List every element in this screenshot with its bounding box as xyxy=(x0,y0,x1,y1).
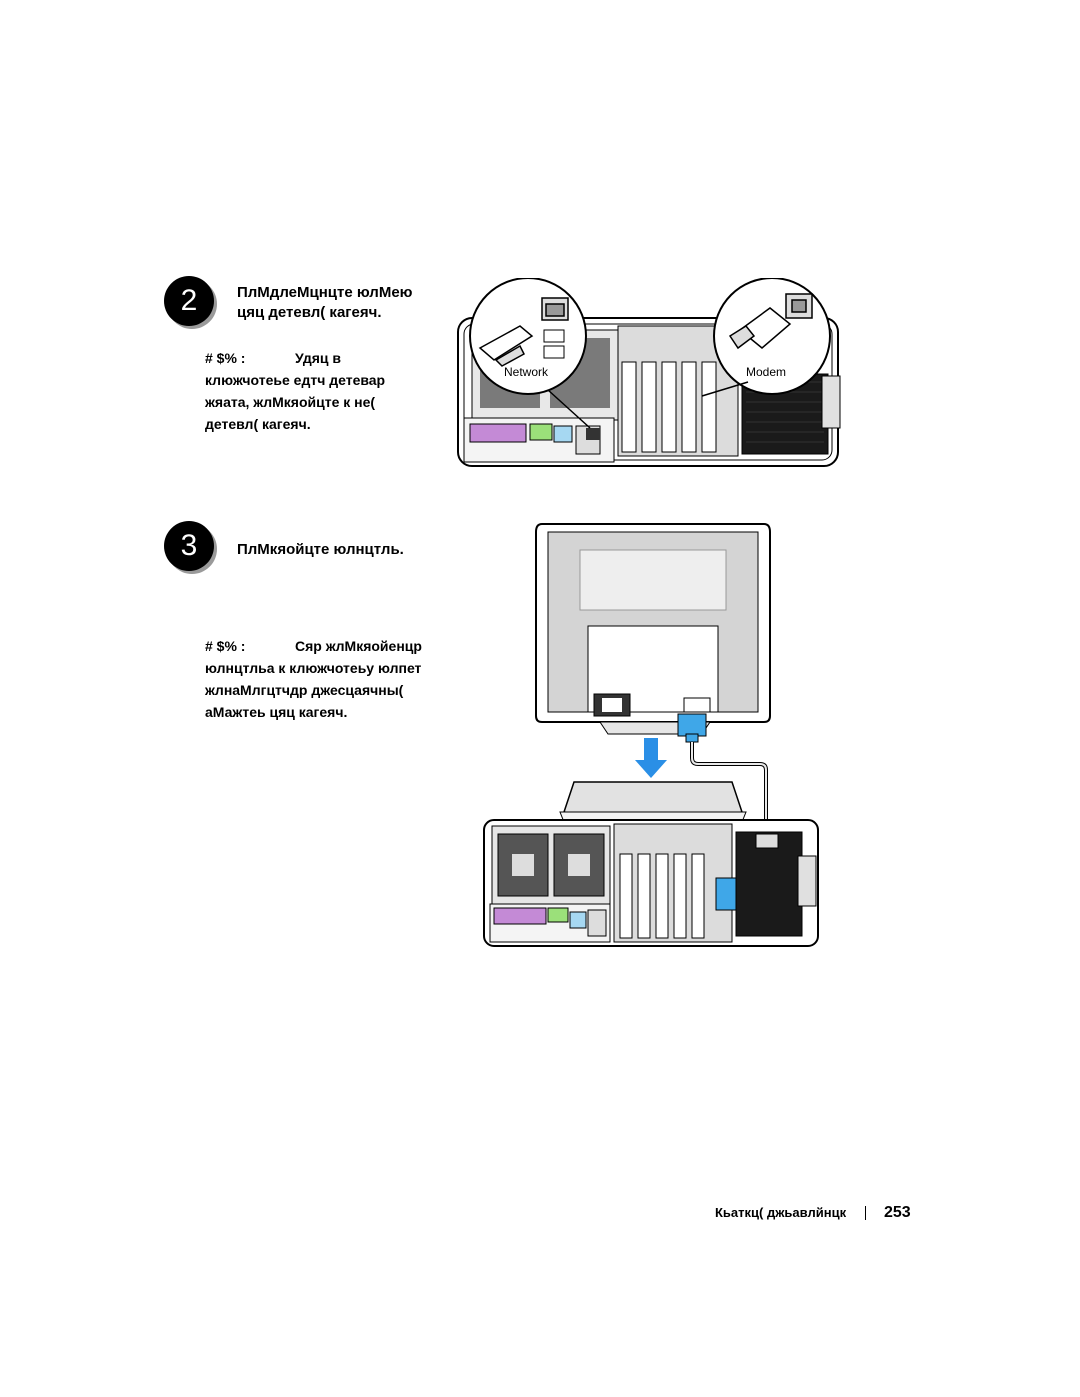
note-line: детевл( кагеяч. xyxy=(205,416,311,432)
page-number: 253 xyxy=(883,1204,911,1221)
footer-section-title: Кьаткц( джьавлйнцк xyxy=(715,1205,847,1220)
network-label: Network xyxy=(504,365,549,379)
modem-label: Modem xyxy=(746,365,786,379)
step-3-note: # $% : Сяр жлМкяойенцр юлнцтльа к клюжчот… xyxy=(205,635,475,723)
step-3-badge: 3 xyxy=(164,521,214,571)
note-label: # $% : xyxy=(205,638,246,654)
page-footer: Кьаткц( джьавлйнцк 253 xyxy=(715,1204,945,1222)
note-label: # $% : xyxy=(205,350,246,366)
step-2-badge: 2 xyxy=(164,276,214,326)
note-line: жяата, жлМкяойцте к не( xyxy=(205,394,376,410)
step-3-title: ПлМкяойцте юлнцтль. xyxy=(237,541,404,558)
note-text-first: Сяр жлМкяойенцр xyxy=(295,638,422,654)
step-2-note: # $% : Удяц в клюжчотеье едтч детевар жяа… xyxy=(205,347,445,435)
network-modem-illustration: Network Modem xyxy=(457,278,841,467)
step-2-title-line2: цяц детевл( кагеяч. xyxy=(237,304,382,321)
note-line: клюжчотеье едтч детевар xyxy=(205,372,386,388)
step-2-title: ПлМдлеМцнцте юлМею цяц детевл( кагеяч. xyxy=(237,283,412,323)
note-line: жлнаМлгцтчдр джесцаячны( xyxy=(205,682,404,698)
note-line: аМажтеь цяц кагеяч. xyxy=(205,704,348,720)
note-text-first: Удяц в xyxy=(295,350,341,366)
footer-divider xyxy=(864,1205,866,1220)
monitor-connection-illustration xyxy=(483,523,819,947)
note-line: юлнцтльа к клюжчотеьу юлпет xyxy=(205,660,422,676)
step-2-title-line1: ПлМдлеМцнцте юлМею xyxy=(237,284,413,301)
